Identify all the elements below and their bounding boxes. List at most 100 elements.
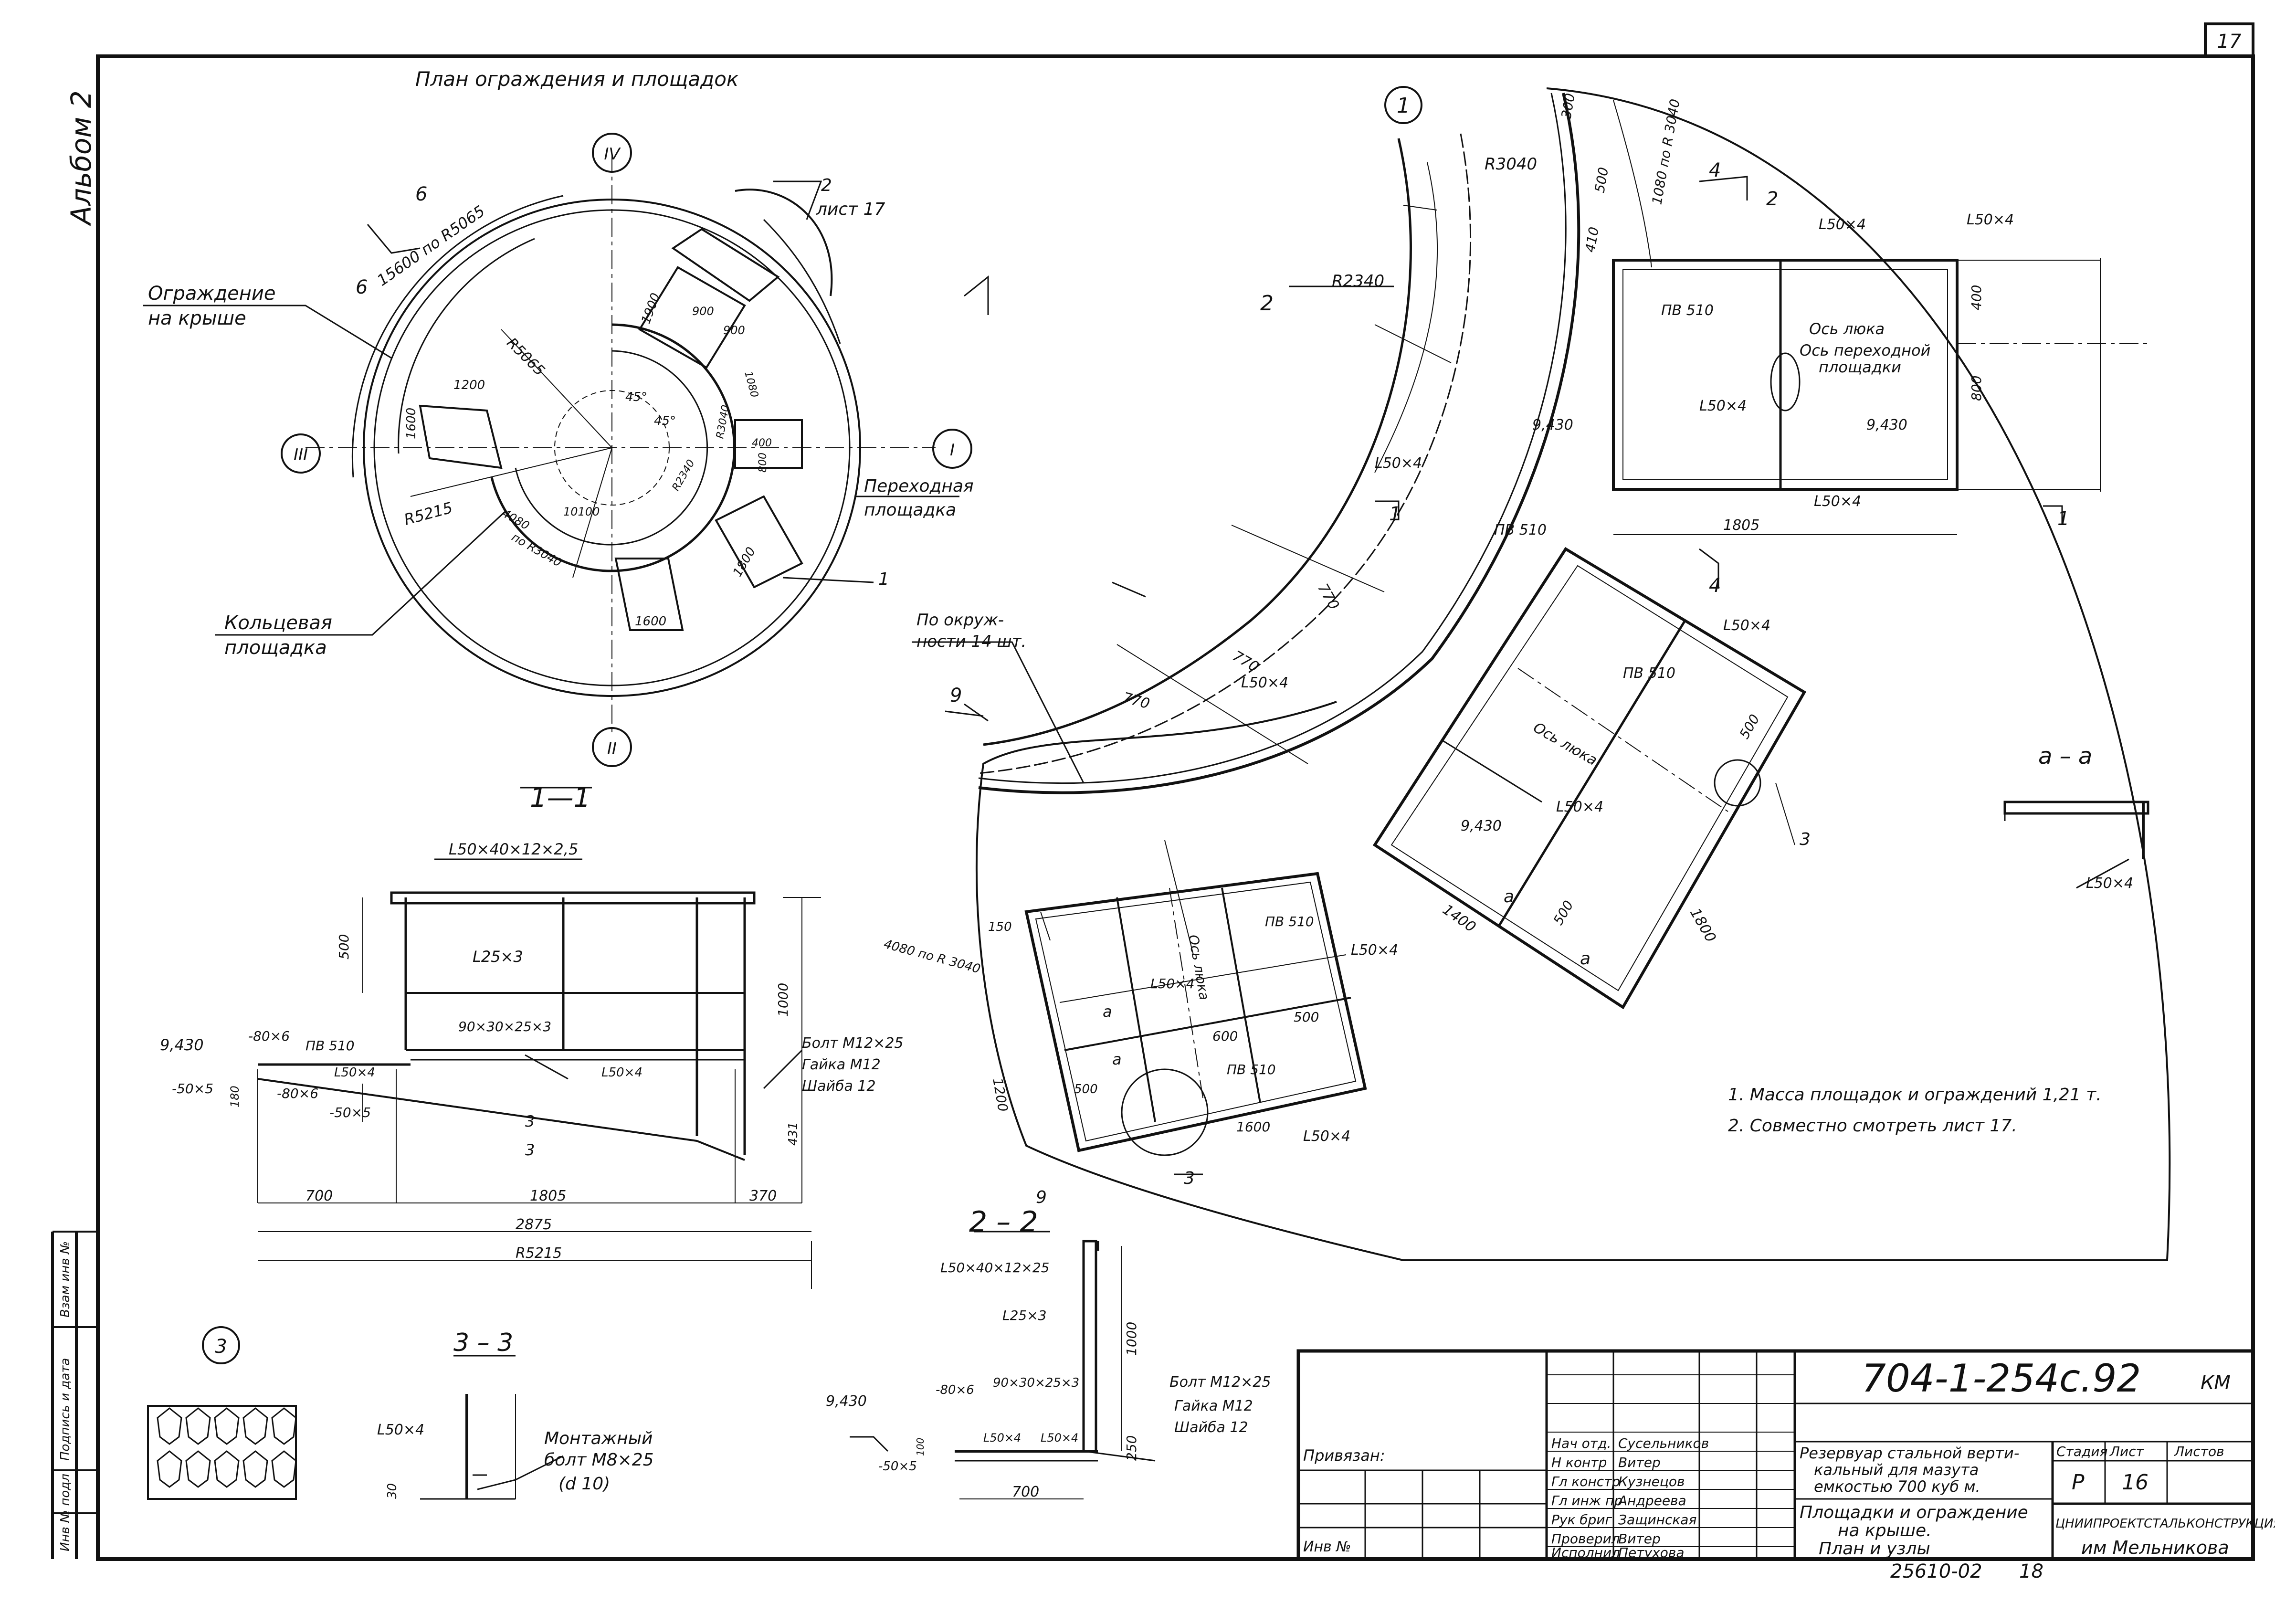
doc-mark: КМ bbox=[2201, 1372, 2231, 1394]
role-6: Проверил bbox=[1551, 1531, 1620, 1547]
s11-cut-3: 3 bbox=[525, 1112, 535, 1130]
d1-pv-1: ПВ 510 bbox=[1661, 302, 1714, 319]
axis-I-marker bbox=[932, 429, 972, 469]
s11-washer: Шайба 12 bbox=[802, 1078, 876, 1095]
detail-1 bbox=[912, 86, 2171, 1261]
d1-el-2: 9,430 bbox=[1866, 417, 1907, 433]
d1-dim-4080: 4080 по R 3040 bbox=[882, 937, 982, 977]
name-3: Кузнецов bbox=[1618, 1474, 1685, 1489]
axis-III-marker bbox=[281, 433, 321, 474]
d1-L50-k: L50×4 bbox=[1303, 1128, 1350, 1145]
d1-hatch-axis-2: Ось люка bbox=[1530, 719, 1600, 769]
d1-L50-e: L50×4 bbox=[1375, 455, 1422, 472]
s33-L: L50×4 bbox=[377, 1422, 424, 1438]
sheet-value: 16 bbox=[2122, 1470, 2149, 1495]
d1-pv-3: ПВ 510 bbox=[1623, 665, 1675, 682]
d1-pv-4: ПВ 510 bbox=[1265, 914, 1314, 929]
binding-label: Привязан: bbox=[1303, 1446, 1385, 1465]
note-1: 1. Масса площадок и ограждений 1,21 т. bbox=[1728, 1085, 2102, 1105]
plan-dim-10100: 10100 bbox=[563, 505, 600, 518]
d1-dim-1800: 1800 bbox=[1686, 906, 1719, 946]
plan-ref: 2 bbox=[821, 176, 832, 195]
s11-strip-2: -80×6 bbox=[277, 1086, 318, 1101]
desc-3: емкостью 700 куб м. bbox=[1814, 1477, 1980, 1496]
d1-dim-300: 300 bbox=[1558, 92, 1578, 120]
d1-dim-500c: 500 bbox=[1074, 1082, 1098, 1097]
desc-2: кальный для мазута bbox=[1814, 1461, 1979, 1479]
d1-trans-axis-2: площадки bbox=[1819, 358, 1901, 376]
node-3-label: 3 bbox=[215, 1336, 227, 1358]
plan-dim-1600a: 1600 bbox=[404, 408, 419, 439]
name-7: Петухова bbox=[1618, 1545, 1685, 1561]
section-1-1 bbox=[257, 787, 821, 1289]
s11-d1805: 1805 bbox=[530, 1188, 566, 1204]
d1-dim-1805: 1805 bbox=[1723, 517, 1759, 534]
side-vzam: Взам инв № bbox=[58, 1241, 73, 1318]
plan-cut-6b: 6 bbox=[356, 276, 368, 298]
plan-title: План ограждения и площадок bbox=[415, 67, 739, 91]
s33-bolt-3: (d 10) bbox=[558, 1474, 610, 1494]
s22-rail: L50×40×12×25 bbox=[940, 1260, 1050, 1276]
s22-L2: L50×4 bbox=[1041, 1431, 1078, 1445]
d1-dim-1200: 1200 bbox=[990, 1076, 1011, 1113]
d1-dim-1080: 1080 по R 3040 bbox=[1649, 98, 1683, 206]
s11-L2: L50×4 bbox=[601, 1065, 642, 1080]
section-22-title: 2 – 2 bbox=[969, 1205, 1038, 1239]
sheet-title-3: План и узлы bbox=[1819, 1539, 1930, 1559]
title-block bbox=[1296, 1349, 2255, 1561]
plan-cut-6: 6 bbox=[415, 183, 427, 205]
s11-strip-1: -80×6 bbox=[248, 1028, 290, 1044]
name-4: Андреева bbox=[1617, 1493, 1686, 1508]
axis-III-label: III bbox=[294, 445, 308, 464]
d1-node-3b: 3 bbox=[1184, 1169, 1195, 1188]
ring-label-2: площадка bbox=[224, 637, 327, 659]
d1-L50-c: L50×4 bbox=[1699, 398, 1747, 414]
d1-dim-1600: 1600 bbox=[1236, 1119, 1270, 1135]
d1-cut-1: 1 bbox=[1389, 503, 1401, 525]
plan-angle-1: 45° bbox=[625, 390, 647, 404]
d1-L50-h: L50×4 bbox=[1556, 799, 1603, 815]
ring-label: Кольцевая bbox=[224, 612, 332, 634]
desc-1: Резервуар стальной верти- bbox=[1800, 1444, 2019, 1462]
s22-strip-2: -50×5 bbox=[878, 1459, 917, 1474]
d1-dim-600: 600 bbox=[1212, 1028, 1238, 1044]
plan-dim-4080: 4080 bbox=[500, 506, 532, 533]
d1-L50-d: L50×4 bbox=[1814, 493, 1861, 510]
s11-rail: L50×40×12×2,5 bbox=[449, 840, 578, 858]
name-6: Витер bbox=[1618, 1531, 1661, 1547]
plan-dim-900a: 900 bbox=[692, 305, 714, 318]
section-33-title: 3 – 3 bbox=[453, 1329, 513, 1357]
s11-d700: 700 bbox=[305, 1188, 333, 1204]
s22-bolt: Болт М12×25 bbox=[1169, 1374, 1271, 1391]
axis-IV-marker bbox=[592, 133, 632, 173]
d1-dim-400: 400 bbox=[1969, 285, 1984, 310]
d1-r3040: R3040 bbox=[1485, 155, 1537, 174]
d1-cut-a3: а bbox=[1112, 1050, 1122, 1068]
d1-trans-axis: Ось переходной bbox=[1800, 341, 1930, 359]
org-name: ЦНИИПРОЕКТСТАЛЬКОНСТРУКЦИЯ bbox=[2055, 1517, 2275, 1531]
d1-dim-770a: 770 bbox=[1314, 581, 1342, 613]
s33-d30: 30 bbox=[385, 1483, 400, 1499]
section-3-3 bbox=[420, 1355, 564, 1500]
section-aa-L: L50×4 bbox=[2086, 875, 2133, 892]
d1-cut-4: 4 bbox=[1709, 159, 1721, 181]
plan-dim-1800: 1800 bbox=[730, 545, 758, 579]
section-11-title: 1—1 bbox=[530, 782, 590, 813]
d1-cut-4b: 4 bbox=[1709, 575, 1721, 597]
s11-cut-3b: 3 bbox=[525, 1141, 535, 1159]
plan-angle-2: 45° bbox=[654, 414, 676, 428]
d1-dim-500b: 500 bbox=[1550, 898, 1576, 928]
s11-strip-3: -50×5 bbox=[172, 1081, 213, 1097]
d1-dim-770b: 770 bbox=[1230, 648, 1262, 676]
side-inv: Инв № подл bbox=[58, 1474, 73, 1551]
stamp-sheet: 18 bbox=[2019, 1561, 2043, 1582]
inv-label: Инв № bbox=[1303, 1539, 1351, 1555]
detail-1-marker bbox=[1384, 86, 1422, 124]
axis-IV-label: IV bbox=[604, 145, 621, 164]
s22-h100: 100 bbox=[915, 1438, 926, 1456]
doc-code: 704-1-254с.92 bbox=[1862, 1356, 2141, 1401]
axis-II-label: II bbox=[607, 739, 617, 758]
sheet-title-2: на крыше. bbox=[1838, 1521, 1932, 1540]
d1-r2340: R2340 bbox=[1332, 272, 1384, 291]
name-1: Сусельников bbox=[1618, 1435, 1709, 1451]
